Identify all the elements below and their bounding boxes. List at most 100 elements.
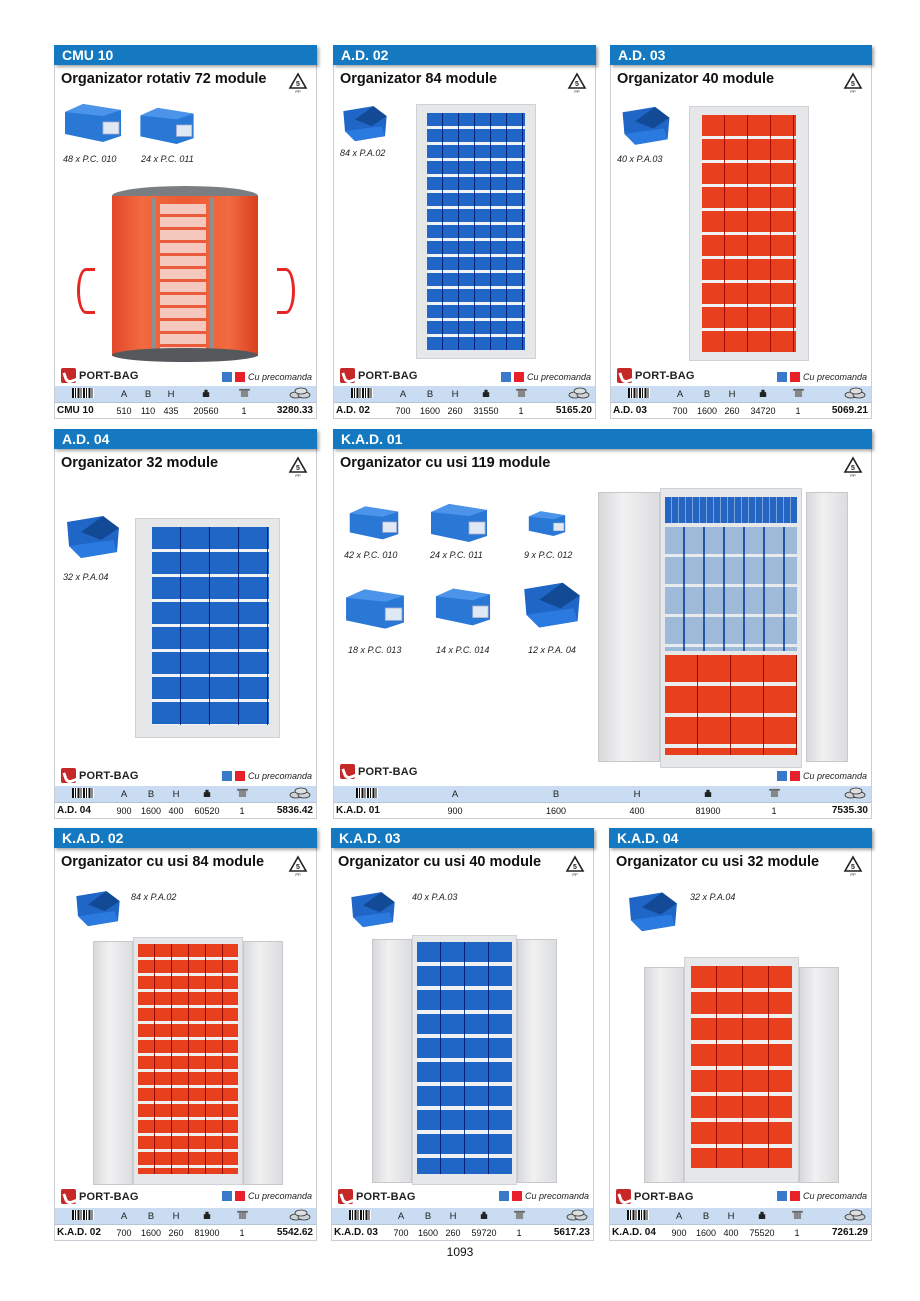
barcode-icon — [627, 1209, 649, 1220]
preorder-legend: Cu precomanda — [500, 372, 591, 382]
red-swatch — [234, 1191, 245, 1201]
preorder-legend: Cu precomanda — [776, 771, 867, 781]
product-card-kad-04: K.A.D. 04 Organizator cu usi 32 module 3… — [609, 828, 872, 1241]
product-title: Organizator cu usi 40 module — [338, 854, 542, 870]
port-bag-logo-icon — [340, 368, 355, 383]
cabinet-with-doors-image — [598, 488, 848, 768]
component-caption: 32 x P.A.04 — [690, 892, 736, 902]
spec-table-row: K.A.D. 03 700 1600 260 59720 1 5617.23 — [332, 1224, 593, 1240]
weight-icon — [759, 389, 767, 397]
rotate-left-arrow-icon — [77, 268, 95, 314]
drawer-bin-icon — [516, 510, 578, 536]
product-card-kad-03: K.A.D. 03 Organizator cu usi 40 module 4… — [331, 828, 594, 1241]
red-swatch — [234, 372, 245, 382]
recycle-pp-icon — [565, 855, 585, 877]
shelf-unit-image — [135, 518, 280, 738]
blue-swatch — [776, 372, 787, 382]
spec-table: A B H K.A.D. 04 900 1600 400 75520 1 726… — [610, 1208, 871, 1240]
spec-table: A B H K.A.D. 01 900 1600 400 81900 1 753… — [334, 786, 871, 818]
spec-table: A B H A.D. 02 700 1600 260 31550 1 5165.… — [334, 386, 595, 418]
product-code-header: A.D. 02 — [333, 45, 596, 65]
product-title: Organizator 84 module — [340, 71, 498, 87]
component-caption: 24 x P.C. 011 — [141, 154, 194, 164]
spec-table-header: A B H — [334, 386, 595, 402]
spec-table-header: A B H — [55, 786, 316, 802]
port-bag-logo: PORT-BAG — [61, 768, 139, 783]
product-title: Organizator cu usi 119 module — [340, 455, 551, 471]
preorder-legend: Cu precomanda — [776, 372, 867, 382]
open-bin-icon — [348, 885, 398, 931]
port-bag-logo: PORT-BAG — [340, 368, 418, 383]
product-title: Organizator rotativ 72 module — [61, 71, 267, 87]
weight-icon — [758, 1211, 766, 1219]
recycle-pp-icon — [288, 456, 308, 478]
open-bin-icon — [520, 576, 584, 630]
blue-swatch — [221, 771, 232, 781]
port-bag-logo-icon — [617, 368, 632, 383]
preorder-legend: Cu precomanda — [221, 771, 312, 781]
blue-swatch — [221, 372, 232, 382]
spec-table-header: A B H — [55, 1208, 316, 1224]
component-caption: 24 x P.C. 011 — [430, 550, 483, 560]
port-bag-logo-icon — [61, 768, 76, 783]
open-bin-icon — [340, 101, 390, 143]
spec-table-header: A B H — [611, 386, 871, 402]
spec-table: A B H A.D. 04 900 1600 400 60520 1 5836.… — [55, 786, 316, 818]
drawer-bin-icon — [348, 502, 400, 542]
port-bag-logo: PORT-BAG — [61, 368, 139, 383]
coins-icon — [567, 387, 591, 399]
rotate-right-arrow-icon — [277, 268, 295, 314]
spec-table: A B H K.A.D. 02 700 1600 260 81900 1 554… — [55, 1208, 316, 1240]
barcode-icon — [72, 1209, 94, 1220]
product-card-kad-02: K.A.D. 02 Organizator cu usi 84 module 8… — [54, 828, 317, 1241]
spec-table-header: A B H — [332, 1208, 593, 1224]
port-bag-logo-icon — [61, 1189, 76, 1204]
barcode-icon — [628, 387, 650, 398]
spec-table: A B H A.D. 03 700 1600 260 34720 1 5069.… — [611, 386, 871, 418]
package-icon — [237, 1210, 248, 1219]
blue-swatch — [776, 1191, 787, 1201]
component-caption: 18 x P.C. 013 — [348, 645, 402, 655]
product-code-header: A.D. 03 — [610, 45, 872, 65]
product-title: Organizator cu usi 84 module — [61, 854, 265, 870]
cabinet-with-doors-image — [372, 935, 557, 1187]
package-icon — [239, 388, 250, 397]
component-caption: 12 x P.A. 04 — [528, 645, 576, 655]
coins-icon — [843, 387, 867, 399]
product-code-header: CMU 10 — [54, 45, 317, 65]
package-icon — [769, 788, 780, 797]
component-caption: 40 x P.A.03 — [412, 892, 458, 902]
blue-swatch — [221, 1191, 232, 1201]
recycle-pp-icon — [843, 855, 863, 877]
package-icon — [237, 788, 248, 797]
weight-icon — [480, 1211, 488, 1219]
product-card-ad-04: A.D. 04 Organizator 32 module 32 x P.A.0… — [54, 429, 317, 819]
weight-icon — [482, 389, 490, 397]
open-bin-icon — [63, 510, 123, 560]
preorder-legend: Cu precomanda — [498, 1191, 589, 1201]
component-caption: 84 x P.A.02 — [340, 148, 386, 158]
component-caption: 14 x P.C. 014 — [436, 645, 490, 655]
shelf-unit-image — [416, 104, 536, 359]
open-bin-icon — [73, 885, 123, 929]
rotating-organizer-image — [110, 186, 260, 366]
barcode-icon — [351, 387, 373, 398]
spec-table-row: K.A.D. 04 900 1600 400 75520 1 7261.29 — [610, 1224, 871, 1240]
blue-swatch — [776, 771, 787, 781]
coins-icon — [843, 1209, 867, 1221]
spec-table-row: CMU 10 510 110 435 20560 1 3280.33 — [55, 402, 316, 418]
red-swatch — [789, 1191, 800, 1201]
product-code-header: K.A.D. 04 — [609, 828, 872, 848]
port-bag-logo-icon — [338, 1189, 353, 1204]
port-bag-logo: PORT-BAG — [338, 1189, 416, 1204]
port-bag-logo: PORT-BAG — [616, 1189, 694, 1204]
weight-icon — [203, 789, 211, 797]
red-swatch — [789, 372, 800, 382]
coins-icon — [565, 1209, 589, 1221]
barcode-icon — [72, 387, 94, 398]
package-icon — [792, 1210, 803, 1219]
red-swatch — [513, 372, 524, 382]
recycle-pp-icon — [288, 72, 308, 94]
product-code-header: K.A.D. 03 — [331, 828, 594, 848]
component-caption: 32 x P.A.04 — [63, 572, 109, 582]
